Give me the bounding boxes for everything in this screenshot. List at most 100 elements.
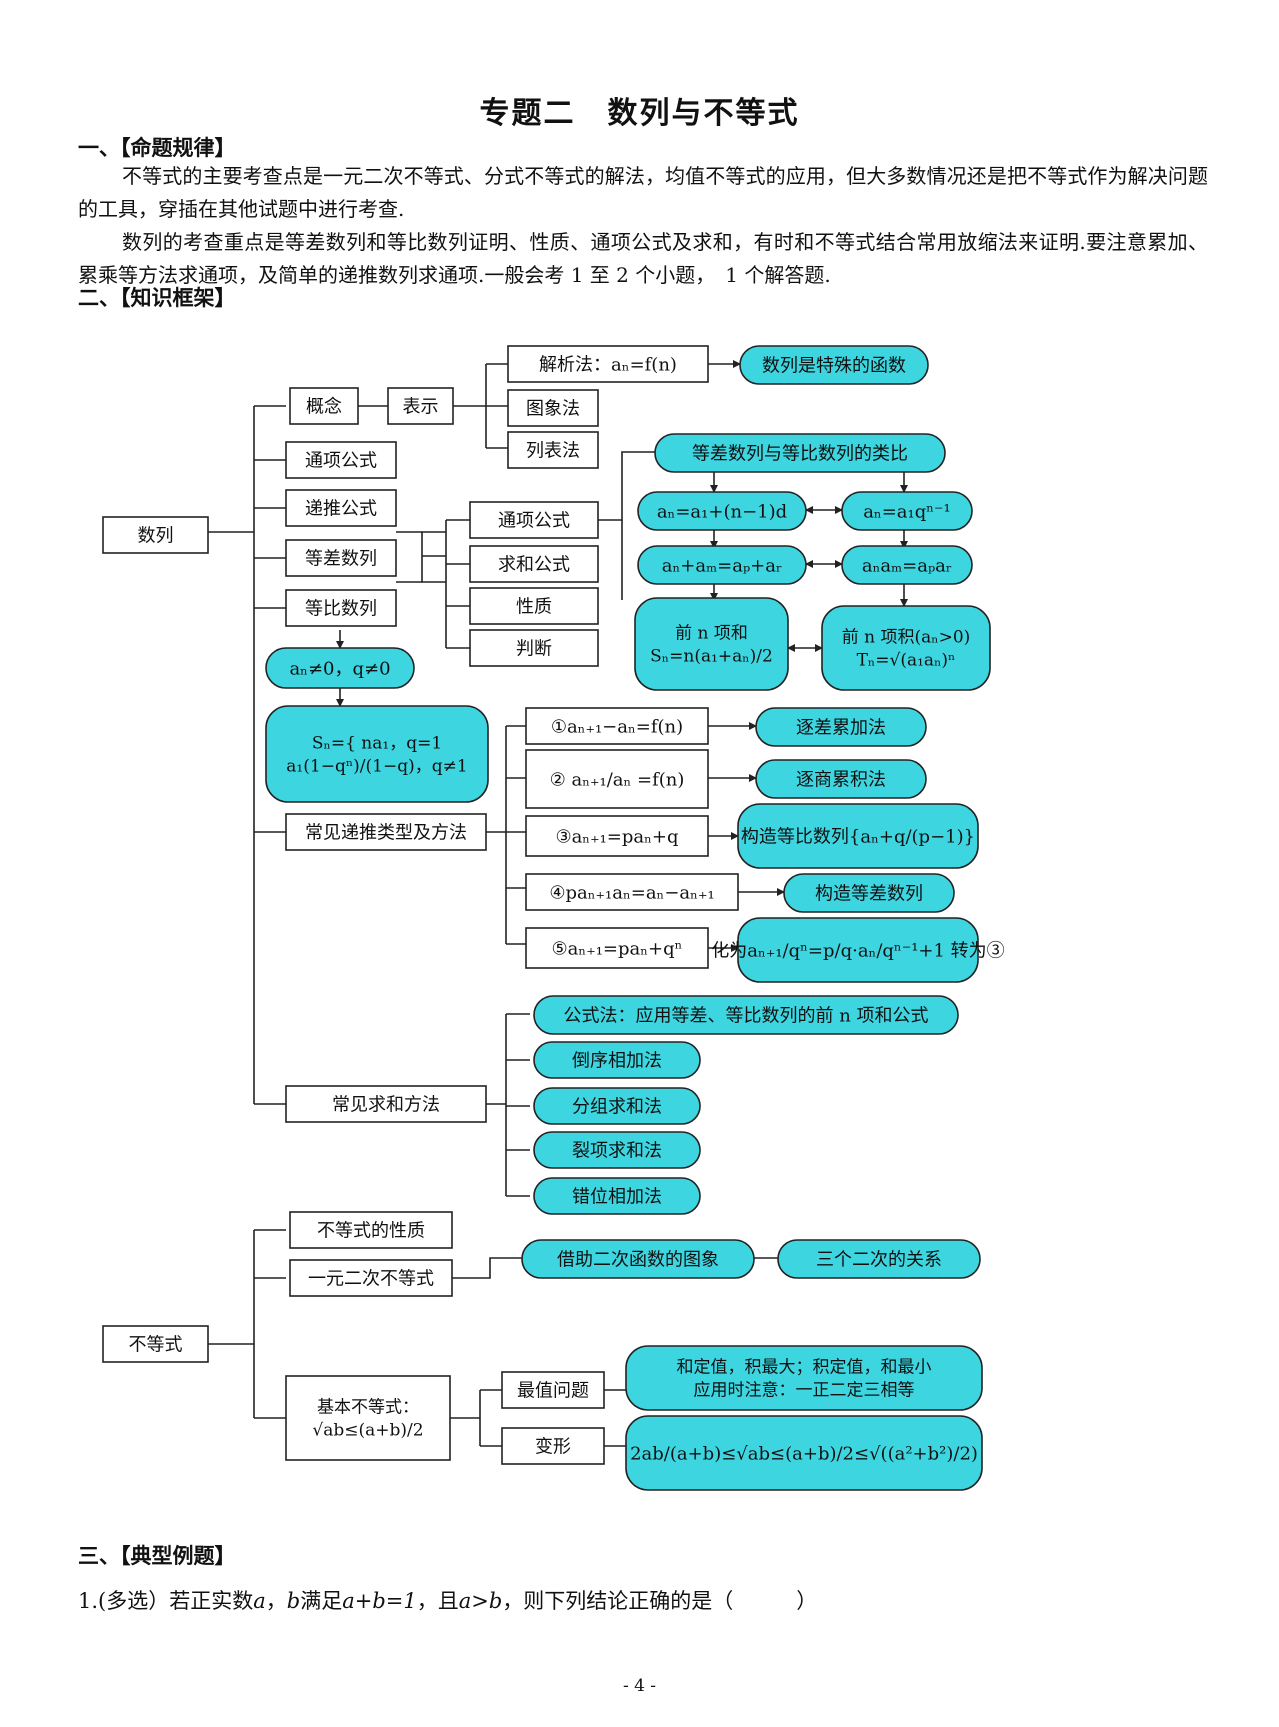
box-sub-judge-label: 判断 <box>516 638 552 659</box>
box-transform: 变形 <box>501 1427 605 1465</box>
box-sequence: 数列 <box>102 516 209 554</box>
box-recurrence-title-label: 常见递推类型及方法 <box>305 822 467 843</box>
box-rec3-method-label: 构造等比数列{aₙ+q/(p−1)} <box>741 826 975 847</box>
box-extreme-rules-label: 和定值，积最大；积定值，和最小 <box>677 1357 932 1377</box>
box-ar-sum-label: Sₙ=n(a₁+aₙ)/2 <box>650 646 773 666</box>
box-sub-general-label: 通项公式 <box>498 510 570 531</box>
box-recursive-formula: 递推公式 <box>285 489 397 527</box>
equation-sum: a+b=1 <box>342 1589 417 1613</box>
box-sum-title-label: 常见求和方法 <box>332 1094 440 1115</box>
box-rec3-label: ③aₙ₊₁=paₙ+q <box>555 826 678 847</box>
box-recurrence-title: 常见递推类型及方法 <box>285 813 487 851</box>
section-heading-rules: 一、【命题规律】 <box>78 135 236 160</box>
box-sum-group-label: 分组求和法 <box>572 1096 662 1117</box>
section-heading-framework: 二、【知识框架】 <box>78 285 236 310</box>
box-ineq-quadratic: 一元二次不等式 <box>289 1259 453 1297</box>
box-inequality-chain-label: 2ab/(a+b)≤√ab≤(a+b)/2≤√((a²+b²)/2) <box>630 1443 978 1464</box>
box-sum-formula-label: 公式法：应用等差、等比数列的前 n 项和公式 <box>563 1005 928 1026</box>
box-basic-inequality: 基本不等式： √ab≤(a+b)/2 <box>285 1375 451 1461</box>
box-rec5-method: 化为aₙ₊₁/qⁿ=p/q·aₙ/qⁿ⁻¹+1 转为③ <box>711 917 1005 983</box>
box-sequence-label: 数列 <box>138 525 174 546</box>
line-geo-join <box>421 558 446 583</box>
box-ge-product: 前 n 项积(aₙ>0) Tₙ=√(a₁aₙ)ⁿ <box>821 605 991 691</box>
box-analytic-method-label: 解析法：aₙ=f(n) <box>539 354 677 375</box>
box-sub-sum: 求和公式 <box>469 545 599 583</box>
box-sum-shift-label: 错位相加法 <box>572 1186 662 1207</box>
box-sum-group: 分组求和法 <box>533 1087 701 1125</box>
box-ar-general-label: aₙ=a₁+(n−1)d <box>657 501 787 522</box>
box-rec5-method-label: 化为aₙ₊₁/qⁿ=p/q·aₙ/qⁿ⁻¹+1 转为③ <box>711 940 1004 961</box>
box-sub-judge: 判断 <box>469 629 599 667</box>
line-to-analogy <box>598 451 655 521</box>
box-concept-label: 概念 <box>306 395 342 417</box>
box-extreme-problem: 最值问题 <box>501 1371 605 1409</box>
box-ge-product-label: Tₙ=√(a₁aₙ)ⁿ <box>857 650 956 670</box>
box-rec1-method: 逐差累加法 <box>755 707 927 747</box>
box-sum-split: 裂项求和法 <box>533 1131 701 1169</box>
box-ge-property: aₙaₘ=aₚaᵣ <box>841 545 973 585</box>
page-title: 专题二 数列与不等式 <box>479 96 800 131</box>
knowledge-framework-diagram: 数列概念表示解析法：aₙ=f(n)数列是特殊的函数图象法列表法通项公式递推公式等… <box>102 345 1005 1491</box>
question-1-and: ，且 <box>416 1589 459 1613</box>
var-a: a <box>253 1589 266 1613</box>
question-1: 1.(多选）若正实数a，b满足a+b=1，且a>b，则下列结论正确的是（ ） <box>78 1585 817 1615</box>
box-sum-shift: 错位相加法 <box>533 1177 701 1215</box>
box-ar-property: aₙ+aₘ=aₚ+aᵣ <box>637 545 807 585</box>
box-rec3: ③aₙ₊₁=paₙ+q <box>525 815 709 857</box>
box-representation-label: 表示 <box>403 396 439 417</box>
box-ge-property-label: aₙaₘ=aₚaᵣ <box>862 555 952 576</box>
box-basic-inequality-label: √ab≤(a+b)/2 <box>312 1420 423 1440</box>
box-transform-label: 变形 <box>535 1436 571 1457</box>
box-general-formula-label: 通项公式 <box>305 450 377 471</box>
box-sub-general: 通项公式 <box>469 501 599 539</box>
box-extreme-problem-label: 最值问题 <box>517 1380 589 1401</box>
box-arithmetic-sequence-label: 等差数列 <box>305 548 377 569</box>
box-sub-property-label: 性质 <box>516 596 552 617</box>
question-1-sep: ， <box>265 1589 287 1613</box>
box-inequality: 不等式 <box>102 1325 209 1363</box>
box-ineq-property: 不等式的性质 <box>289 1211 453 1249</box>
question-1-prefix: 1.(多选）若正实数 <box>78 1589 254 1613</box>
box-rec4-method-label: 构造等差数列 <box>815 883 923 904</box>
section-heading-examples: 三、【典型例题】 <box>78 1543 236 1568</box>
box-rec1-label: ①aₙ₊₁−aₙ=f(n) <box>551 716 683 737</box>
box-ge-product-label: 前 n 项积(aₙ>0) <box>842 627 971 647</box>
box-sum-formula: 公式法：应用等差、等比数列的前 n 项和公式 <box>533 995 959 1035</box>
box-ar-sum-label: 前 n 项和 <box>675 623 748 643</box>
box-special-function-label: 数列是特殊的函数 <box>762 355 906 376</box>
box-rec2-method-label: 逐商累积法 <box>796 769 886 790</box>
box-graph-method: 图象法 <box>507 389 599 427</box>
box-quad-graph-label: 借助二次函数的图象 <box>557 1249 719 1270</box>
box-inequality-chain: 2ab/(a+b)≤√ab≤(a+b)/2≤√((a²+b²)/2) <box>625 1415 983 1491</box>
box-rec4: ④paₙ₊₁aₙ=aₙ−aₙ₊₁ <box>525 873 739 911</box>
box-table-method-label: 列表法 <box>526 440 580 461</box>
box-rec5-label: ⑤aₙ₊₁=paₙ+qⁿ <box>552 938 683 959</box>
box-geo-condition-label: aₙ≠0，q≠0 <box>289 658 390 679</box>
box-special-function: 数列是特殊的函数 <box>739 345 929 385</box>
box-geometric-sequence: 等比数列 <box>285 589 397 627</box>
box-sum-reverse: 倒序相加法 <box>533 1041 701 1079</box>
box-ineq-quadratic-label: 一元二次不等式 <box>308 1268 434 1289</box>
box-representation: 表示 <box>387 387 454 425</box>
box-geo-sum-label: a₁(1−qⁿ)/(1−q)，q≠1 <box>286 756 467 776</box>
box-arithmetic-sequence: 等差数列 <box>285 539 397 577</box>
question-1-ask: ，则下列结论正确的是（ ） <box>502 1589 818 1613</box>
box-rec2: ② aₙ₊₁/aₙ =f(n) <box>525 749 709 809</box>
box-ar-general: aₙ=a₁+(n−1)d <box>637 491 807 531</box>
box-quad-graph: 借助二次函数的图象 <box>521 1239 755 1279</box>
box-analogy-label: 等差数列与等比数列的类比 <box>692 443 908 464</box>
box-three-quadratics: 三个二次的关系 <box>777 1239 981 1279</box>
box-geometric-sequence-label: 等比数列 <box>305 598 377 619</box>
var-b: b <box>286 1589 301 1613</box>
box-sub-property: 性质 <box>469 587 599 625</box>
box-ar-sum: 前 n 项和 Sₙ=n(a₁+aₙ)/2 <box>634 597 789 691</box>
box-rec2-method: 逐商累积法 <box>755 759 927 799</box>
box-extreme-rules-label: 应用时注意：一正二定三相等 <box>694 1380 915 1400</box>
line-ar-join <box>421 531 446 558</box>
box-basic-inequality-label: 基本不等式： <box>317 1397 419 1417</box>
box-ge-general: aₙ=a₁qⁿ⁻¹ <box>841 491 973 531</box>
box-graph-method-label: 图象法 <box>526 398 580 419</box>
box-concept: 概念 <box>289 387 359 425</box>
line-quad-graph <box>452 1257 522 1279</box>
